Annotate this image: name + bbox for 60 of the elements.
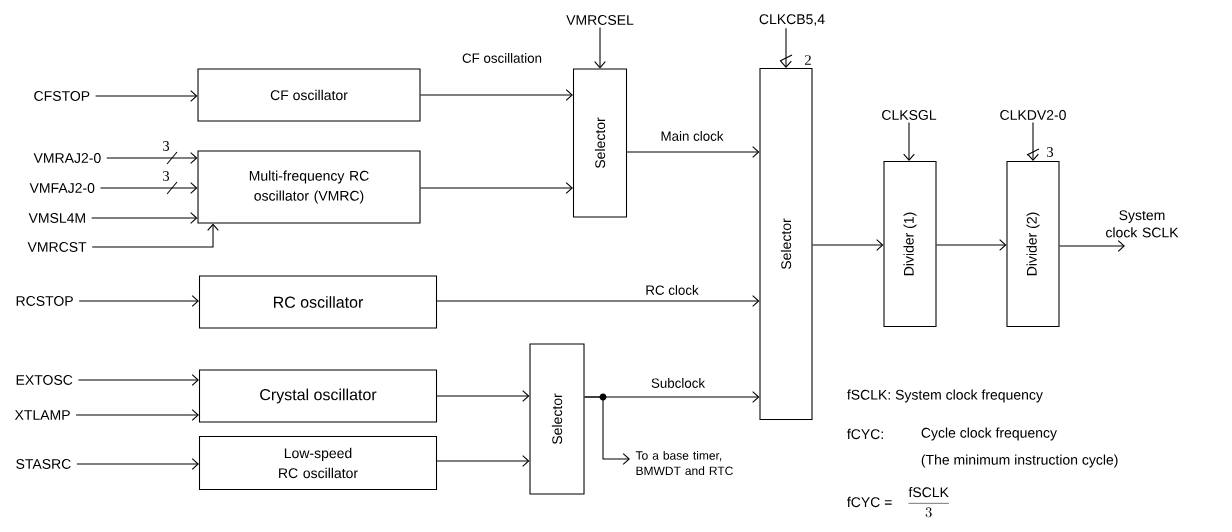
signal-label: CLKDV2-0 (1000, 110, 1066, 120)
arrow (106, 152, 198, 164)
bus-width-label: 3 (1045, 145, 1055, 159)
arrow (99, 182, 198, 194)
edge-label: Main clock (659, 129, 725, 143)
signal-label: RCSTOP (16, 296, 73, 306)
oscillator-box: Crystal oscillator (198, 369, 438, 423)
oscillator-box: Low-speed RC oscillator (198, 435, 438, 491)
arrow (1027, 121, 1039, 161)
signal-label: VMSL4M (28, 213, 85, 223)
selector-box: Selector (759, 67, 813, 421)
arrow (76, 458, 199, 470)
arrow (75, 409, 199, 421)
arrow (584, 396, 630, 465)
signal-label: EXTOSC (16, 375, 73, 385)
edge-label: Subclock (649, 376, 707, 390)
signal-label: XTLAMP (14, 410, 70, 420)
note-text: fCYC: (847, 428, 883, 440)
arrow (436, 390, 530, 402)
selector-box: Selector (572, 68, 628, 218)
oscillator-box: CF oscillator (197, 68, 421, 122)
arrow (780, 27, 792, 68)
bus-width-label: 3 (161, 169, 171, 183)
signal-label: CLKCB5,4 (759, 14, 825, 26)
signal-label: VMRAJ2-0 (33, 153, 101, 163)
note-text: To a base timer, BMWDT and RTC (635, 450, 733, 476)
signal-label: VMRCSEL (566, 15, 634, 25)
arrow (91, 223, 219, 248)
arrow (594, 26, 606, 69)
signal-label: VMRCST (27, 242, 87, 252)
signal-label: CFSTOP (34, 91, 90, 101)
arrow (420, 89, 573, 101)
output-label: System clock SCLK (1106, 210, 1179, 238)
edge-label: CF oscillation (460, 51, 544, 65)
note-text: (The minimum instruction cycle) (921, 454, 1118, 468)
bus-width-label: 3 (161, 139, 171, 153)
note-text: Cycle clock frequency (921, 427, 1057, 441)
signal-label: CLKSGL (882, 110, 937, 120)
edge-label: RC clock (644, 283, 700, 297)
formula: $\frac{\mathrm{fSCLK}}{3}$ (908, 487, 949, 518)
arrow (91, 212, 198, 224)
arrow (812, 239, 884, 251)
note-text: fSCLK: System clock frequency (847, 389, 1043, 403)
bus-width-label: 2 (803, 53, 813, 67)
arrow (626, 146, 760, 158)
selector-box: Selector (529, 343, 585, 495)
signal-label: VMFAJ2-0 (29, 183, 95, 193)
arrow (436, 455, 530, 467)
arrow (77, 374, 199, 386)
arrow (78, 295, 199, 307)
note-text: fCYC = (847, 496, 892, 508)
arrow (1059, 240, 1125, 252)
arrow (936, 239, 1007, 251)
arrow (420, 182, 573, 194)
arrow (436, 295, 760, 307)
oscillator-box: Multi-frequency RC oscillator (VMRC) (197, 150, 421, 224)
oscillator-box: RC oscillator (198, 275, 438, 329)
signal-label: STASRC (16, 459, 71, 469)
arrow (903, 121, 915, 161)
arrow (95, 90, 198, 102)
